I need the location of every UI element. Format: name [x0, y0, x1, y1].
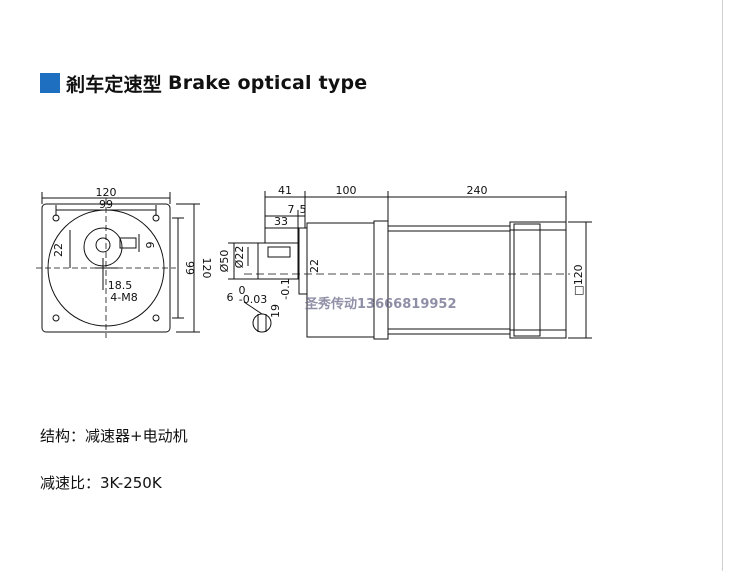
dim-front-height-outer: 120 — [200, 258, 213, 279]
dim-side-240: 240 — [467, 184, 488, 197]
gearbox-pilot — [298, 227, 308, 295]
title-marker-square — [40, 73, 60, 93]
dim-side-phi50: Ø50 — [218, 250, 231, 273]
dim-side-41: 41 — [278, 184, 292, 197]
dim-side-square120: □120 — [572, 264, 585, 295]
dim-front-key-6: 6 — [143, 242, 156, 249]
dim-side-22: 22 — [308, 259, 321, 273]
tol-side-01: -0.1 — [279, 278, 292, 299]
right-edge-divider — [722, 0, 723, 571]
brake-housing — [509, 221, 567, 339]
front-view — [36, 192, 200, 338]
section-title: 剎车定速型 Brake optical type — [40, 70, 367, 96]
shaft-end — [95, 237, 111, 253]
spec-ratio: 减速比：3K-250K — [40, 474, 162, 492]
tol-side-0: 0 — [239, 284, 246, 297]
side-view — [228, 191, 592, 340]
dim-front-holes: 4-M8 — [110, 291, 137, 304]
dim-front-22: 22 — [52, 243, 65, 257]
spec-structure: 结构：减速器+电动机 — [40, 427, 188, 445]
dim-front-width-holes: 99 — [99, 198, 113, 211]
watermark-text: 圣秀传动13666819952 — [305, 296, 457, 312]
dim-front-width-outer: 120 — [96, 186, 117, 199]
tol-side-neg: -0.03 — [239, 293, 267, 306]
output-shaft — [257, 242, 299, 280]
shaft-keyway — [267, 246, 291, 258]
title-chinese: 剎车定速型 — [66, 73, 163, 96]
dim-side-5: 5 — [300, 203, 307, 216]
dim-side-7: 7 — [288, 203, 295, 216]
mounting-flange — [373, 220, 389, 340]
dim-side-33: 33 — [274, 215, 288, 228]
title-english: Brake optical type — [168, 72, 368, 94]
bolt-hole-bottom-right — [152, 314, 160, 322]
dim-side-100: 100 — [336, 184, 357, 197]
dim-side-19: 19 — [269, 304, 282, 318]
bolt-hole-bottom-left — [52, 314, 60, 322]
shaft-key — [119, 237, 137, 249]
front-view-labels: 120 99 99 120 22 6 18.5 4-M8 — [52, 186, 213, 304]
dim-front-height-holes: 99 — [183, 261, 196, 275]
gearbox-body — [306, 222, 375, 338]
dim-side-phi22: Ø22 — [233, 246, 246, 269]
brake-ring — [513, 223, 541, 337]
drawing-line-40 — [243, 301, 263, 315]
dim-front-18-5: 18.5 — [108, 279, 133, 292]
motor-body — [387, 225, 511, 335]
tol-side-6: 6 — [227, 291, 234, 304]
side-view-labels: 41 100 240 7 5 33 Ø50 Ø22 22 □120 0 6 -0… — [218, 184, 585, 318]
